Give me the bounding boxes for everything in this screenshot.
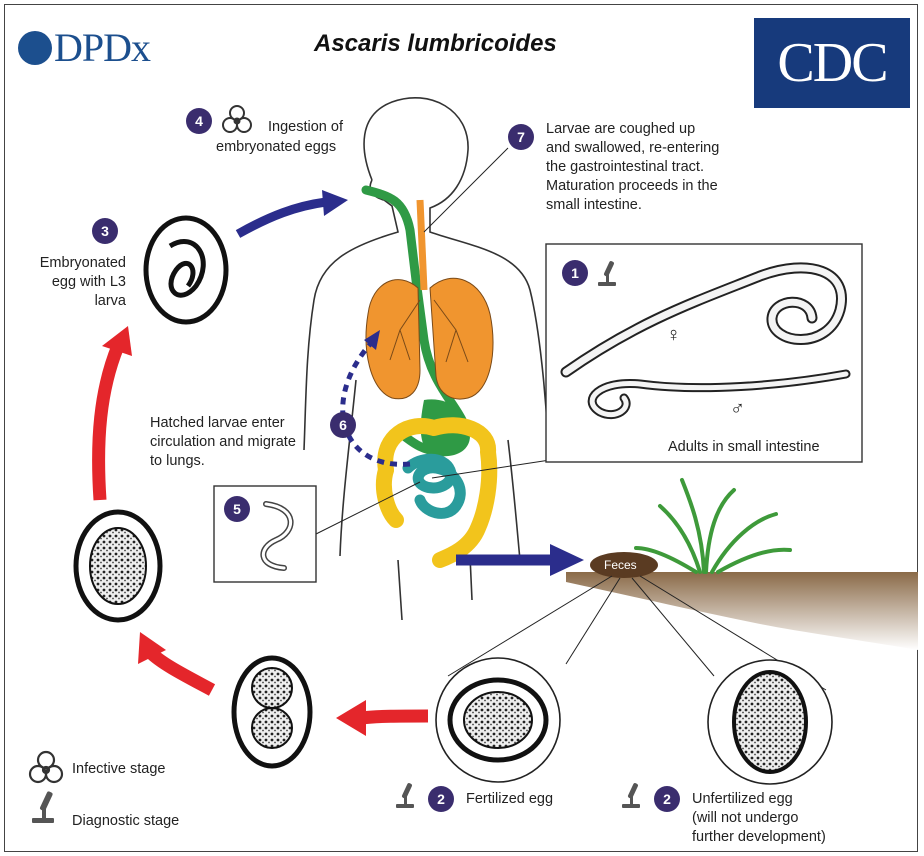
step-2-fertilized-badge: 2 [428,786,454,812]
step-4-label: Ingestion of [268,118,343,137]
red-arrow-up [99,346,118,500]
feces-label: Feces [604,556,637,575]
biohazard-icon [30,752,62,782]
red-arrow-left-upper [150,652,212,690]
grass-icon [636,480,790,572]
red-arrow-left-lower [362,716,428,718]
lung-right [430,278,493,399]
step-6-label: Hatched larvae enter circulation and mig… [150,414,296,471]
microscope-icon [32,791,54,823]
step-2-unfertilized-badge: 2 [654,786,680,812]
step-7-badge: 7 [508,124,534,150]
page-title: Ascaris lumbricoides [314,30,557,58]
step-6-badge: 6 [330,412,356,438]
step-1-label: Adults in small intestine [668,438,820,457]
step-3-badge: 3 [92,218,118,244]
step-3-label: Embryonated egg with L3 larva [16,254,126,311]
step-5-badge: 5 [224,496,250,522]
legend-diagnostic-label: Diagnostic stage [72,812,179,831]
arrow-to-mouth [238,202,326,234]
male-symbol: ♂ [730,400,745,419]
biohazard-icon [223,106,251,132]
unfertilized-egg-label: Unfertilized egg (will not undergo furth… [692,790,826,847]
trachea [420,200,424,290]
small-intestine [408,459,460,513]
step-4-label-line2: embryonated eggs [216,138,336,157]
step-4-badge: 4 [186,108,212,134]
microscope-icon [396,782,414,808]
legend-infective-label: Infective stage [72,760,166,779]
embryonated-egg [146,218,226,322]
step-7-label: Larvae are coughed up and swallowed, re-… [546,120,719,215]
pointer-line-5 [316,482,420,534]
step-1-badge: 1 [562,260,588,286]
fertilized-egg-label: Fertilized egg [466,790,553,809]
cdc-logo: CDC [754,18,910,108]
dpdx-emblem-icon [18,31,52,65]
microscope-icon [622,782,640,808]
female-symbol: ♀ [666,326,681,345]
dpdx-logo: DPDx [18,26,150,70]
